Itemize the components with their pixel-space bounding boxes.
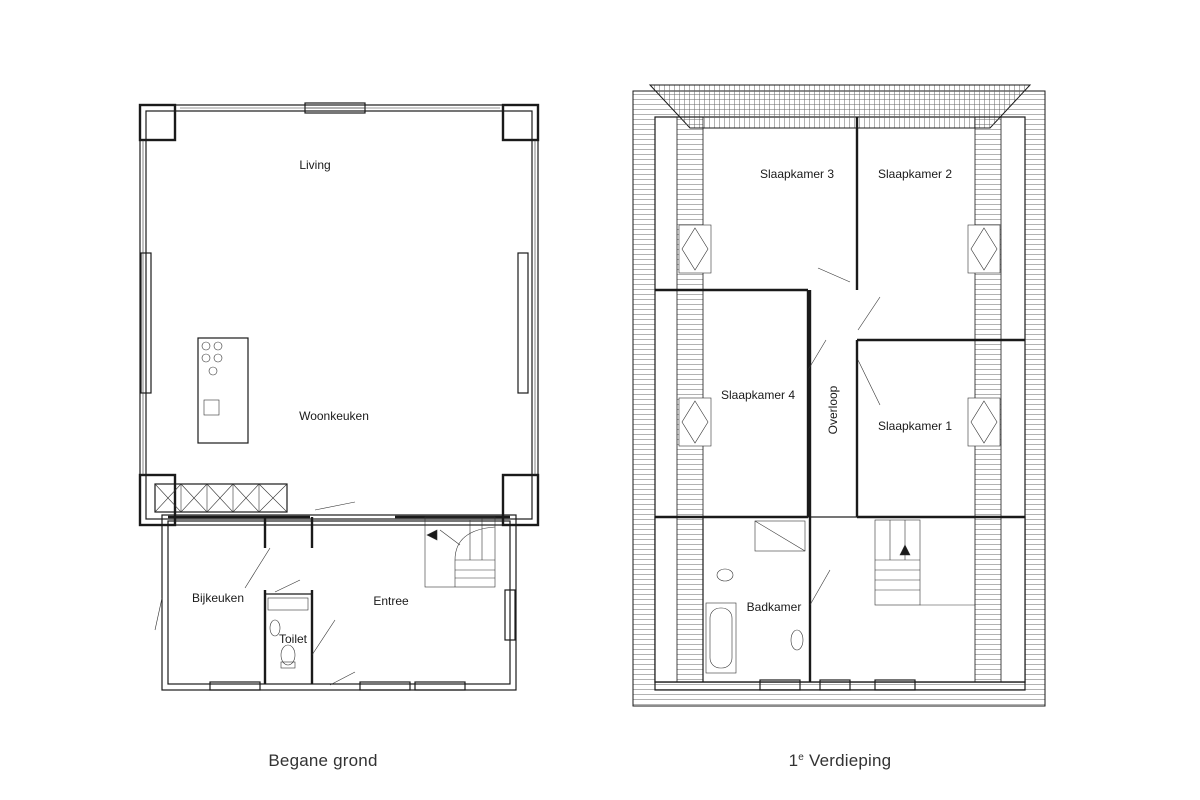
caption-first-floor-number: 1 bbox=[789, 751, 799, 770]
room-label-overloop: Overloop bbox=[826, 385, 840, 434]
caption-first-floor-text: Verdieping bbox=[804, 751, 891, 770]
caption-first-floor-sup: e bbox=[798, 752, 804, 763]
caption-ground-floor: Begane grond bbox=[268, 751, 377, 770]
room-label-living: Living bbox=[299, 158, 330, 172]
room-label-slaapkamer1: Slaapkamer 1 bbox=[878, 419, 952, 433]
kitchen-island bbox=[197, 337, 249, 444]
bathroom-fixtures bbox=[705, 520, 806, 674]
first-floor-stairs bbox=[874, 519, 975, 606]
room-label-bijkeuken: Bijkeuken bbox=[192, 591, 244, 605]
room-label-slaapkamer3: Slaapkamer 3 bbox=[760, 167, 834, 181]
room-label-slaapkamer4: Slaapkamer 4 bbox=[721, 388, 795, 402]
ground-floor-plan bbox=[138, 102, 540, 691]
room-label-woonkeuken: Woonkeuken bbox=[299, 409, 369, 423]
caption-first-floor: 1e Verdieping bbox=[789, 751, 892, 770]
room-label-badkamer: Badkamer bbox=[747, 600, 802, 614]
toilet-fixture bbox=[267, 597, 309, 669]
room-label-entree: Entree bbox=[373, 594, 409, 608]
room-label-slaapkamer2: Slaapkamer 2 bbox=[878, 167, 952, 181]
room-label-toilet: Toilet bbox=[279, 632, 308, 646]
ground-stairs bbox=[424, 516, 496, 588]
first-floor-plan bbox=[632, 84, 1046, 707]
